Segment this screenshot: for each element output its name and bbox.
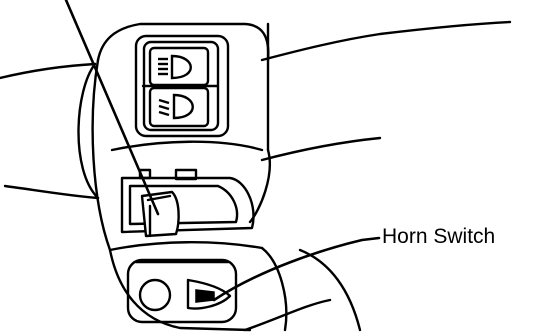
headlight-high-beam-icon bbox=[158, 56, 191, 78]
dimmer-switch-panel bbox=[136, 36, 228, 136]
turn-signal-switch bbox=[122, 170, 253, 236]
handlebar-tube bbox=[0, 64, 98, 198]
horn-icon bbox=[196, 290, 214, 302]
headlight-low-beam-icon bbox=[159, 95, 193, 118]
horn-switch-label: Horn Switch bbox=[382, 226, 495, 247]
switch-housing bbox=[93, 22, 510, 330]
horn-switch-leader-line bbox=[214, 238, 379, 300]
